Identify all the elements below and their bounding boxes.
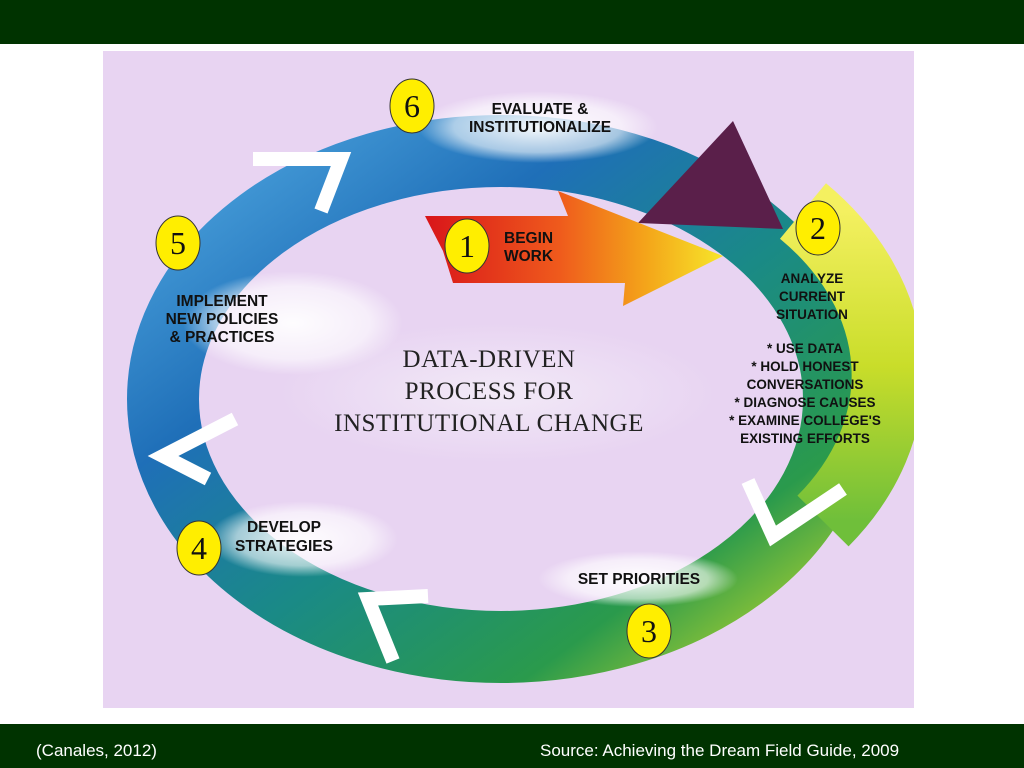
step-5-number: 5: [170, 225, 186, 261]
step-2-detail-4: * DIAGNOSE CAUSES: [734, 395, 875, 410]
step-1-badge: [444, 218, 490, 274]
step-6-label-line-1: EVALUATE &: [492, 101, 589, 118]
step-5-badge: [155, 215, 201, 271]
step-2-detail-3: CONVERSATIONS: [747, 377, 864, 392]
step-3-number: 3: [641, 613, 657, 649]
step-6-number: 6: [404, 88, 420, 124]
step-2-label-line-2: CURRENT: [779, 289, 846, 304]
diagram-title-line-3: INSTITUTIONAL CHANGE: [334, 410, 644, 437]
step-4-label-line-1: DEVELOP: [247, 519, 321, 536]
top-bar: [0, 0, 1024, 44]
diagram-title-line-2: PROCESS FOR: [405, 378, 574, 405]
step-2-badge: [795, 200, 841, 256]
step-2-number: 2: [810, 210, 826, 246]
diagram-title-line-1: DATA-DRIVEN: [403, 346, 576, 373]
process-diagram: DATA-DRIVEN PROCESS FOR INSTITUTIONAL CH…: [103, 51, 924, 708]
step-2-label-line-1: ANALYZE: [781, 271, 844, 286]
step-2-detail-1: * USE DATA: [767, 341, 843, 356]
step-5-label-line-3: & PRACTICES: [169, 329, 274, 346]
step-5-label-line-1: IMPLEMENT: [176, 293, 268, 310]
begin-work-arrow: [425, 191, 723, 306]
step-2: 2 ANALYZE CURRENT SITUATION * USE DATA *…: [729, 200, 881, 446]
step-6-label-line-2: INSTITUTIONALIZE: [469, 119, 611, 136]
step-4-label-line-2: STRATEGIES: [235, 538, 333, 555]
step-1-label-line-1: BEGIN: [504, 230, 553, 247]
step-1-number: 1: [459, 228, 475, 264]
step-4: 4 DEVELOP STRATEGIES: [176, 519, 333, 576]
step-2-detail-5: * EXAMINE COLLEGE'S: [729, 413, 881, 428]
step-4-badge: [176, 520, 222, 576]
bottom-bar: [0, 724, 1024, 768]
step-1: 1 BEGIN WORK: [444, 218, 554, 274]
step-3-badge: [626, 603, 672, 659]
chevron-top-left: [253, 152, 352, 214]
step-2-detail-6: EXISTING EFFORTS: [740, 431, 870, 446]
step-3: SET PRIORITIES 3: [578, 571, 700, 659]
chevron-left: [147, 412, 239, 486]
ring-arrowhead: [638, 121, 783, 229]
step-6-badge: [389, 78, 435, 134]
step-2-detail-2: * HOLD HONEST: [751, 359, 859, 374]
step-3-label: SET PRIORITIES: [578, 571, 700, 588]
step-1-label-line-2: WORK: [504, 248, 554, 265]
step-5: 5 IMPLEMENT NEW POLICIES & PRACTICES: [155, 215, 279, 346]
step-2-label-line-3: SITUATION: [776, 307, 848, 322]
step-5-label-line-2: NEW POLICIES: [166, 311, 279, 328]
chevron-bottom: [357, 589, 429, 664]
step-6: 6 EVALUATE & INSTITUTIONALIZE: [389, 78, 611, 136]
chevron-right: [741, 478, 847, 547]
citation-text: (Canales, 2012): [36, 741, 157, 760]
step-4-number: 4: [191, 530, 207, 566]
source-text: Source: Achieving the Dream Field Guide,…: [540, 741, 900, 760]
ring-segment-analyze: [779, 183, 924, 547]
